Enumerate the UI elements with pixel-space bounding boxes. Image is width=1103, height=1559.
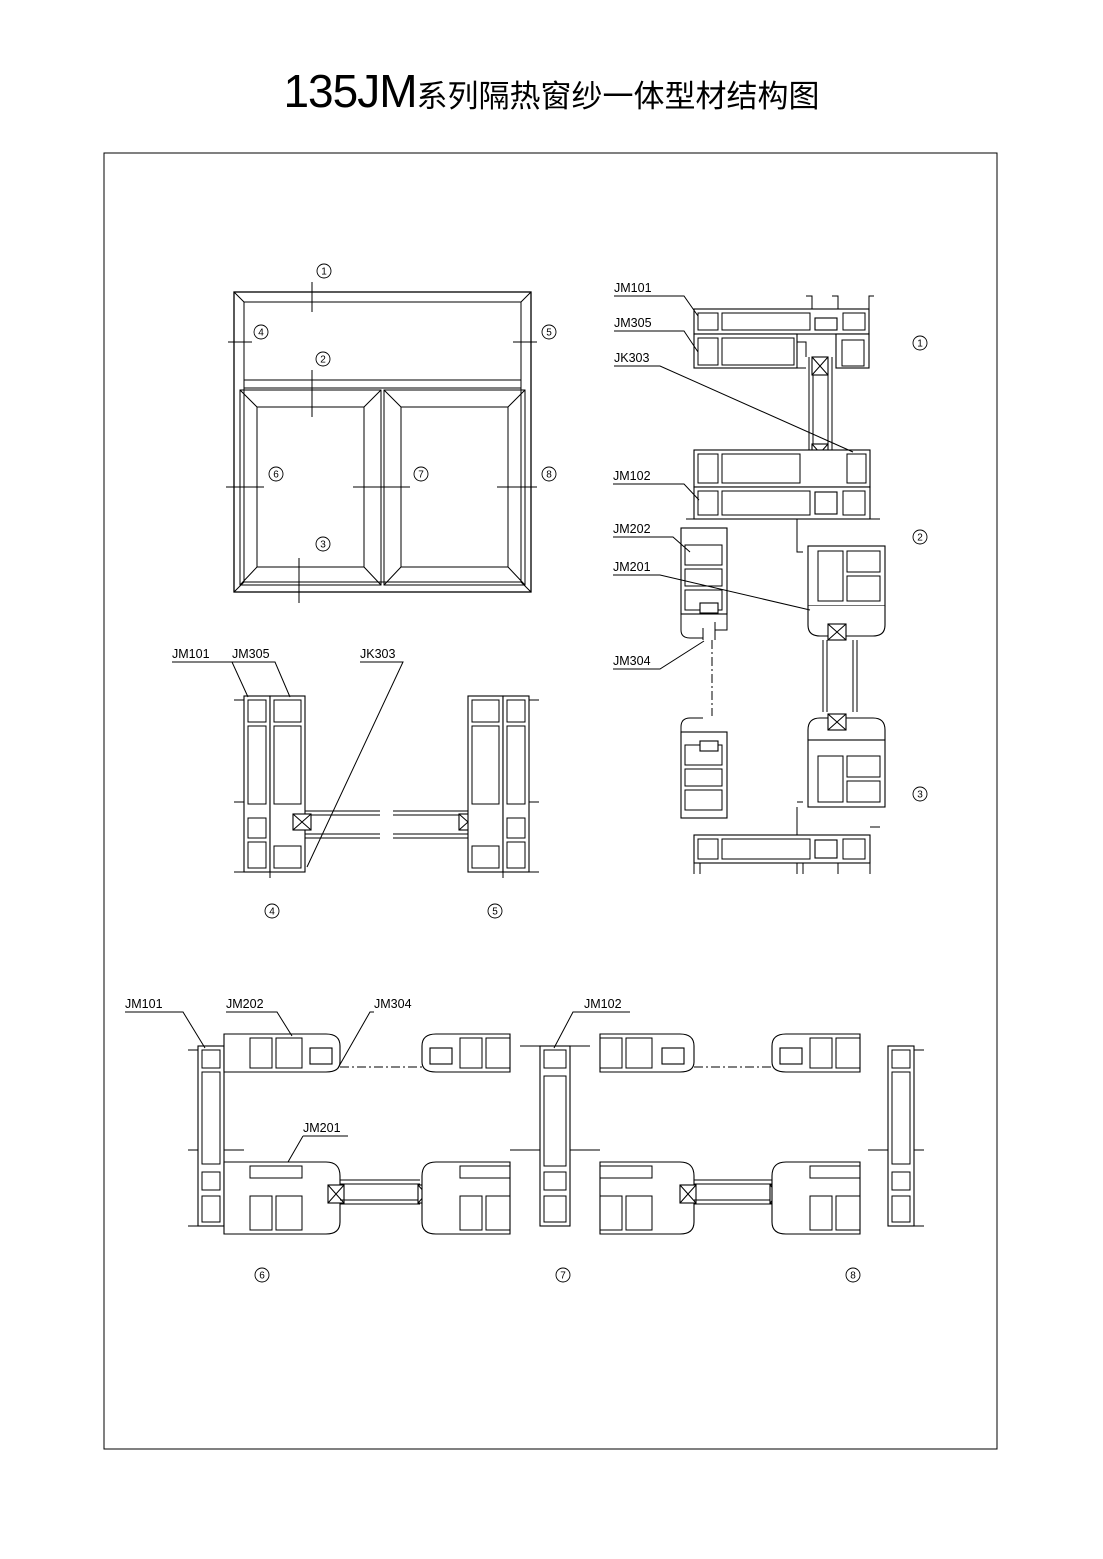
section-mark-5-elev: 5 — [541, 324, 557, 340]
section-mark-6-elev: 6 — [268, 466, 284, 482]
section-mark-7-elev: 7 — [413, 466, 429, 482]
label-jm202-a: JM202 — [613, 522, 651, 536]
svg-text:3: 3 — [320, 540, 326, 551]
svg-text:6: 6 — [273, 470, 279, 481]
section-mark-6: 6 — [254, 1267, 270, 1283]
svg-text:3: 3 — [917, 790, 923, 801]
section-mark-7: 7 — [555, 1267, 571, 1283]
title-sub: 系列隔热窗纱一体型材结构图 — [416, 79, 820, 115]
section-mark-2: 2 — [912, 529, 928, 545]
label-jm102-a: JM102 — [613, 469, 651, 483]
svg-text:6: 6 — [259, 1271, 265, 1282]
section-5 — [393, 695, 539, 878]
label-jm304-c: JM304 — [374, 997, 412, 1011]
section-marks: 1 4 5 2 6 7 8 3 1 2 3 4 5 6 7 8 — [253, 263, 928, 1283]
svg-text:5: 5 — [546, 328, 552, 339]
label-jm101-a: JM101 — [614, 281, 652, 295]
label-jm102-c: JM102 — [584, 997, 622, 1011]
svg-text:4: 4 — [258, 328, 264, 339]
section-mark-1-elev: 1 — [316, 263, 332, 279]
page-title: 135JM系列隔热窗纱一体型材结构图 — [0, 64, 1103, 118]
svg-text:8: 8 — [546, 470, 552, 481]
label-jm201-c: JM201 — [303, 1121, 341, 1135]
title-main: 135JM — [283, 65, 417, 117]
section-mark-2-elev: 2 — [315, 351, 331, 367]
label-jm202-c: JM202 — [226, 997, 264, 1011]
label-jm304-a: JM304 — [613, 654, 651, 668]
section-mark-5: 5 — [487, 903, 503, 919]
label-jm201-a: JM201 — [613, 560, 651, 574]
window-elevation — [226, 282, 537, 603]
section-mark-3-elev: 3 — [315, 536, 331, 552]
part-labels: JM101 JM305 JK303 JM102 JM202 JM201 JM30… — [125, 281, 652, 1135]
svg-text:7: 7 — [560, 1271, 566, 1282]
section-6 — [188, 1033, 430, 1235]
label-jm305-a: JM305 — [614, 316, 652, 330]
section-mark-8: 8 — [845, 1267, 861, 1283]
label-jk303-b: JK303 — [360, 647, 395, 661]
section-4 — [234, 695, 380, 878]
svg-text:1: 1 — [917, 339, 923, 350]
section-8 — [769, 1033, 924, 1235]
drawing-border — [103, 152, 998, 1450]
svg-text:1: 1 — [321, 267, 327, 278]
svg-text:4: 4 — [269, 907, 275, 918]
label-jm101-c: JM101 — [125, 997, 163, 1011]
svg-text:7: 7 — [418, 470, 424, 481]
section-mark-1: 1 — [912, 335, 928, 351]
label-jk303-a: JK303 — [614, 351, 649, 365]
svg-text:2: 2 — [917, 533, 923, 544]
section-mark-4-elev: 4 — [253, 324, 269, 340]
section-1-2-3 — [680, 295, 886, 874]
leader-lines — [125, 295, 854, 1163]
label-jm305-b: JM305 — [232, 647, 270, 661]
section-mark-8-elev: 8 — [541, 466, 557, 482]
section-mark-3: 3 — [912, 786, 928, 802]
svg-text:8: 8 — [850, 1271, 856, 1282]
section-7 — [417, 1033, 780, 1235]
svg-text:5: 5 — [492, 907, 498, 918]
section-mark-4: 4 — [264, 903, 280, 919]
svg-text:2: 2 — [320, 355, 326, 366]
label-jm101-b: JM101 — [172, 647, 210, 661]
